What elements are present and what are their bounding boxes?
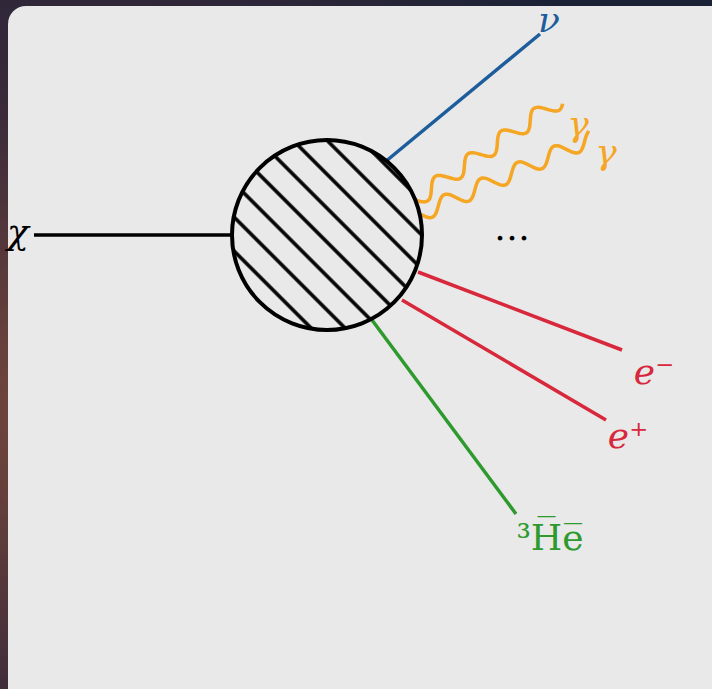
- chi-line: [34, 233, 232, 237]
- antihelium-label: ³H̅e̅: [516, 520, 583, 556]
- blob-fill: [232, 140, 422, 330]
- photon-line: [420, 131, 589, 218]
- panel: [8, 6, 712, 689]
- photon-line: [415, 104, 563, 202]
- antihelium-line: [372, 320, 516, 514]
- neutrino-line: [385, 34, 540, 162]
- chi-label: χ: [7, 214, 29, 250]
- photon-label: γ: [595, 134, 617, 170]
- neutrino-label: ν: [538, 2, 560, 38]
- ellipsis-label: …: [494, 210, 530, 246]
- blob-outline: [232, 140, 422, 330]
- electron-label: e⁻: [634, 354, 674, 390]
- blob-hatch: [232, 140, 422, 330]
- positron-label: e⁺: [608, 418, 648, 454]
- electron-line: [418, 272, 622, 350]
- photon-label: γ: [567, 106, 589, 142]
